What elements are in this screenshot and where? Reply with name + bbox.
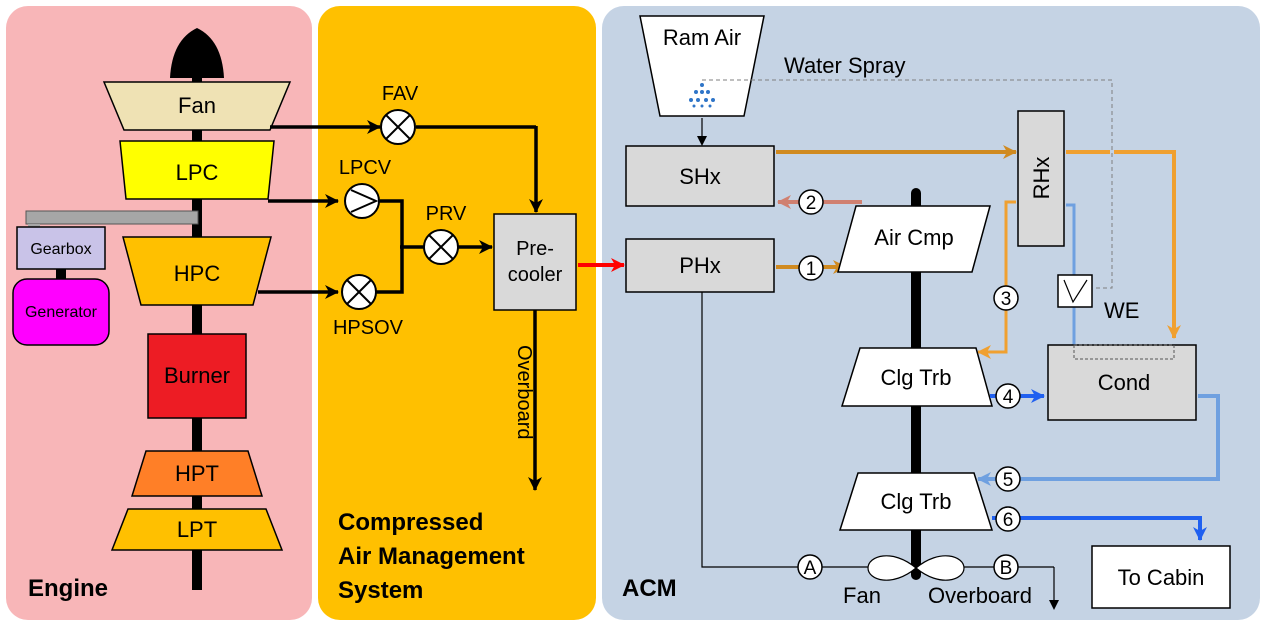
svg-text:2: 2 [806, 193, 817, 214]
fav-valve-cross [385, 114, 411, 140]
fan-label: Fan [178, 93, 216, 118]
rhx-label: RHx [1029, 157, 1054, 200]
gearbox-block [16, 226, 106, 270]
to-cabin-label: To Cabin [1118, 565, 1205, 590]
gearbox-offtake-shaft [25, 210, 199, 225]
port-b-marker: B [993, 554, 1019, 580]
svg-text:4: 4 [1003, 387, 1014, 408]
lpc-stage [119, 140, 275, 200]
rhx-to-clgtrb1-line [977, 200, 1016, 359]
clg-trb-2-block [838, 472, 994, 531]
ram-air-scoop [639, 15, 765, 117]
svg-text:B: B [1000, 558, 1013, 579]
air-cmp-label: Air Cmp [874, 225, 953, 250]
cams-panel-title-line3: System [338, 577, 423, 604]
station-1-marker: 1 [798, 255, 824, 281]
clg-trb-1-block [840, 347, 993, 407]
prv-label: PRV [426, 203, 467, 225]
lpcv-check-triangle [350, 189, 379, 213]
hpsov-valve-cross [346, 279, 372, 305]
we-block [1057, 274, 1093, 308]
svg-text:A: A [804, 558, 817, 579]
hpt-label: HPT [175, 461, 219, 486]
lpc-label: LPC [176, 160, 219, 185]
engine-shaft [192, 70, 202, 590]
acm-panel-title: ACM [622, 575, 677, 602]
station-6-marker: 6 [995, 506, 1021, 532]
generator-block [12, 278, 110, 346]
cams-panel [318, 6, 596, 620]
clgtrb2-to-cabin-line [992, 516, 1207, 541]
svg-text:3: 3 [1001, 289, 1012, 310]
station-3-marker: 3 [993, 285, 1019, 311]
cond-to-clgtrb2-line [977, 394, 1220, 486]
air-cmp-block [837, 205, 991, 273]
gearbox-label: Gearbox [30, 241, 91, 258]
rhx-block [1017, 110, 1065, 247]
rhx-to-cond-line [1066, 150, 1174, 338]
svg-text:1: 1 [806, 259, 817, 280]
burner-block [147, 333, 247, 419]
cond-label: Cond [1098, 370, 1151, 395]
hpc-stage [122, 236, 272, 306]
cams-overboard-label: Overboard [513, 345, 535, 440]
shx-label: SHx [679, 164, 721, 189]
precooler-block [493, 213, 577, 311]
lpcv-outlet-line [379, 199, 404, 247]
cond-inner-dash [1073, 344, 1175, 360]
hpc-label: HPC [174, 261, 221, 286]
lpcv-label: LPCV [339, 157, 392, 179]
generator-link [56, 269, 66, 279]
lpt-stage [110, 508, 284, 551]
burner-label: Burner [164, 363, 230, 388]
clg-trb-1-label: Clg Trb [881, 365, 952, 390]
station-5-marker: 5 [995, 466, 1021, 492]
we-label: WE [1104, 298, 1139, 323]
acm-fan-label: Fan [843, 583, 881, 608]
hpsov-outlet-line [376, 247, 404, 294]
water-spray-line [702, 79, 1113, 289]
port-a-marker: A [797, 554, 823, 580]
hpt-stage [130, 450, 264, 497]
phx-label: PHx [679, 253, 721, 278]
phx-block [625, 238, 775, 293]
hpsov-label: HPSOV [333, 317, 404, 339]
cams-panel-title-line2: Air Management [338, 543, 525, 570]
water-spray-icon [689, 83, 715, 108]
fan-stage [102, 81, 292, 131]
to-cabin-block [1091, 545, 1231, 609]
station-2-marker: 2 [798, 189, 824, 215]
fav-label: FAV [382, 83, 419, 105]
svg-text:5: 5 [1003, 470, 1014, 491]
ram-air-label: Ram Air [663, 25, 741, 50]
engine-panel-title: Engine [28, 575, 108, 602]
svg-text:6: 6 [1003, 510, 1014, 531]
engine-spinner [170, 28, 224, 78]
cams-panel-title-line1: Compressed [338, 509, 483, 536]
precooler-label-line1: Pre- [516, 238, 554, 260]
water-spray-label: Water Spray [784, 53, 905, 78]
acm-fan-icon [867, 555, 965, 581]
station-4-marker: 4 [995, 383, 1021, 409]
generator-label: Generator [25, 304, 98, 321]
lpt-label: LPT [177, 517, 217, 542]
precooler-label-line2: cooler [508, 264, 563, 286]
cond-block [1047, 344, 1197, 421]
we-mark [1063, 279, 1088, 304]
clg-trb-2-label: Clg Trb [881, 489, 952, 514]
shx-block [625, 145, 775, 207]
acm-overboard-label: Overboard [928, 583, 1032, 608]
prv-valve-cross [428, 234, 454, 260]
